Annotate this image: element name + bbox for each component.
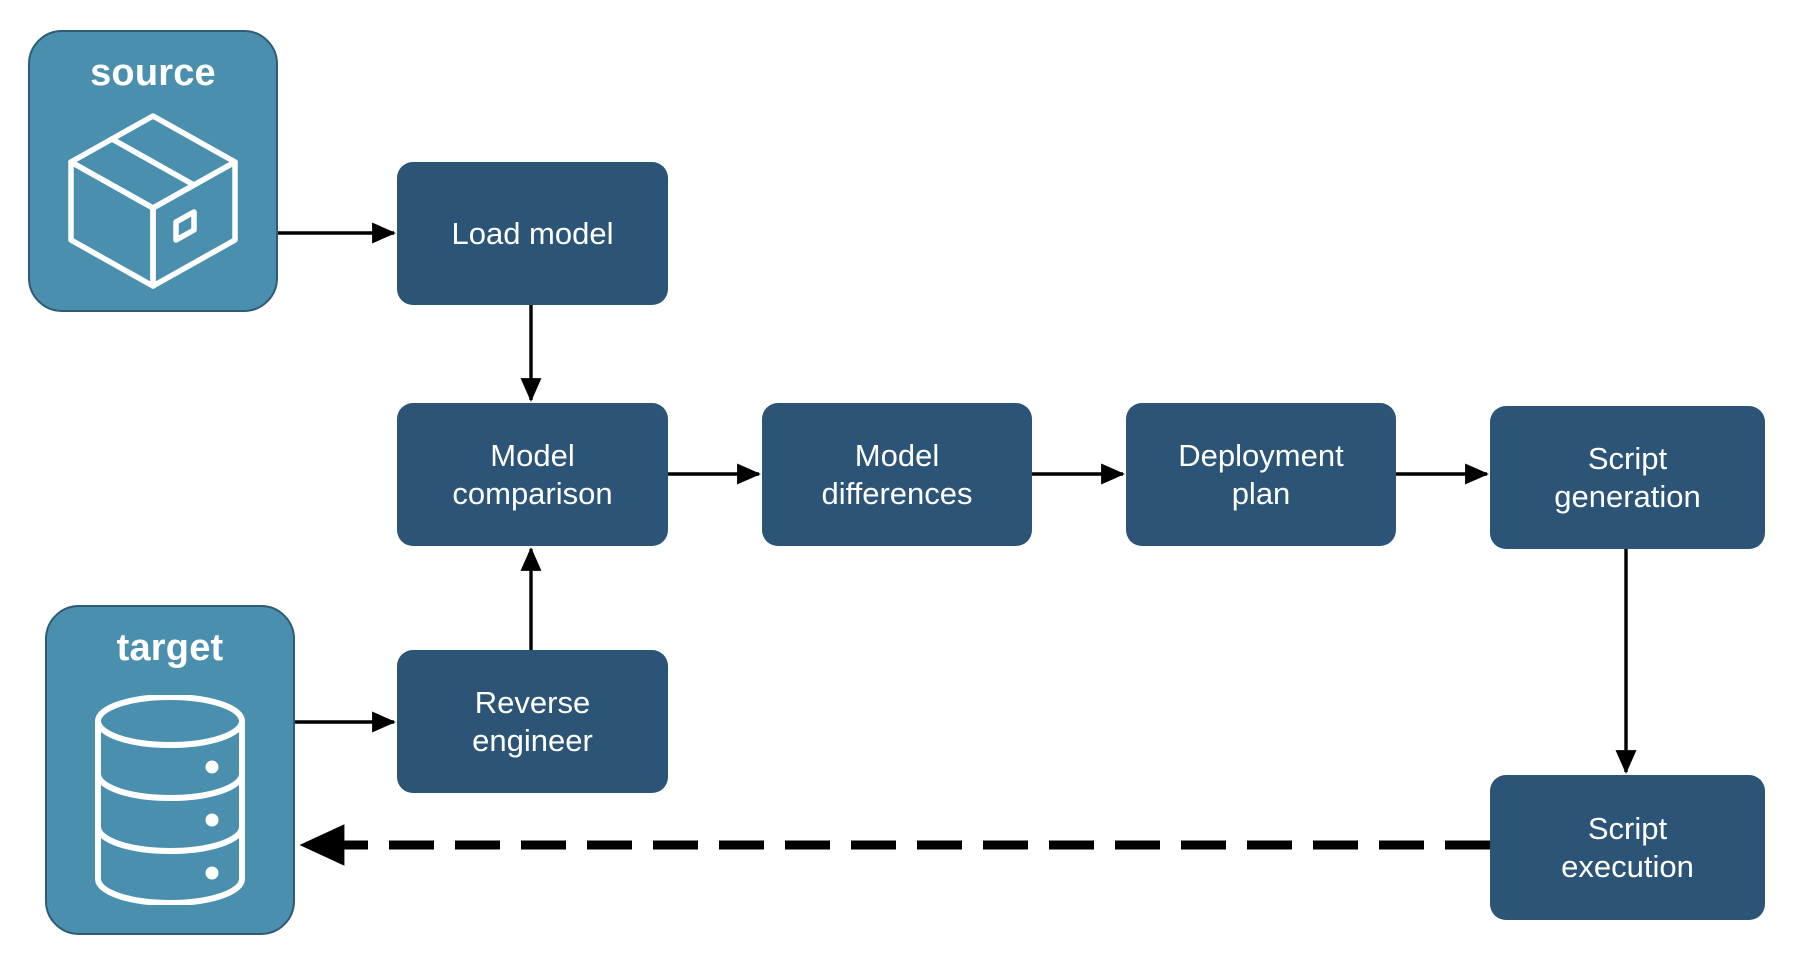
source-icon-wrap — [30, 92, 276, 310]
node-model-differences-label: Model differences — [821, 437, 973, 511]
node-script-generation[interactable]: Script generation — [1490, 406, 1765, 549]
node-reverse-engineer-label: Reverse engineer — [472, 684, 593, 758]
node-reverse-engineer[interactable]: Reverse engineer — [397, 650, 668, 793]
source-title: source — [90, 52, 216, 94]
node-model-comparison-label: Model comparison — [452, 437, 613, 511]
target-icon-wrap — [47, 667, 293, 933]
node-model-differences[interactable]: Model differences — [762, 403, 1032, 546]
node-script-generation-label: Script generation — [1554, 440, 1701, 514]
node-load-model[interactable]: Load model — [397, 162, 668, 305]
node-script-execution[interactable]: Script execution — [1490, 775, 1765, 920]
node-load-model-label: Load model — [451, 215, 614, 251]
endpoint-target[interactable]: target — [45, 605, 295, 935]
node-script-execution-label: Script execution — [1561, 810, 1694, 884]
package-box-icon — [68, 113, 238, 289]
endpoint-source[interactable]: source — [28, 30, 278, 312]
node-deployment-plan[interactable]: Deployment plan — [1126, 403, 1396, 546]
node-model-comparison[interactable]: Model comparison — [397, 403, 668, 546]
target-title: target — [116, 627, 224, 669]
node-deployment-plan-label: Deployment plan — [1178, 437, 1344, 511]
database-cylinder-icon — [95, 695, 245, 905]
